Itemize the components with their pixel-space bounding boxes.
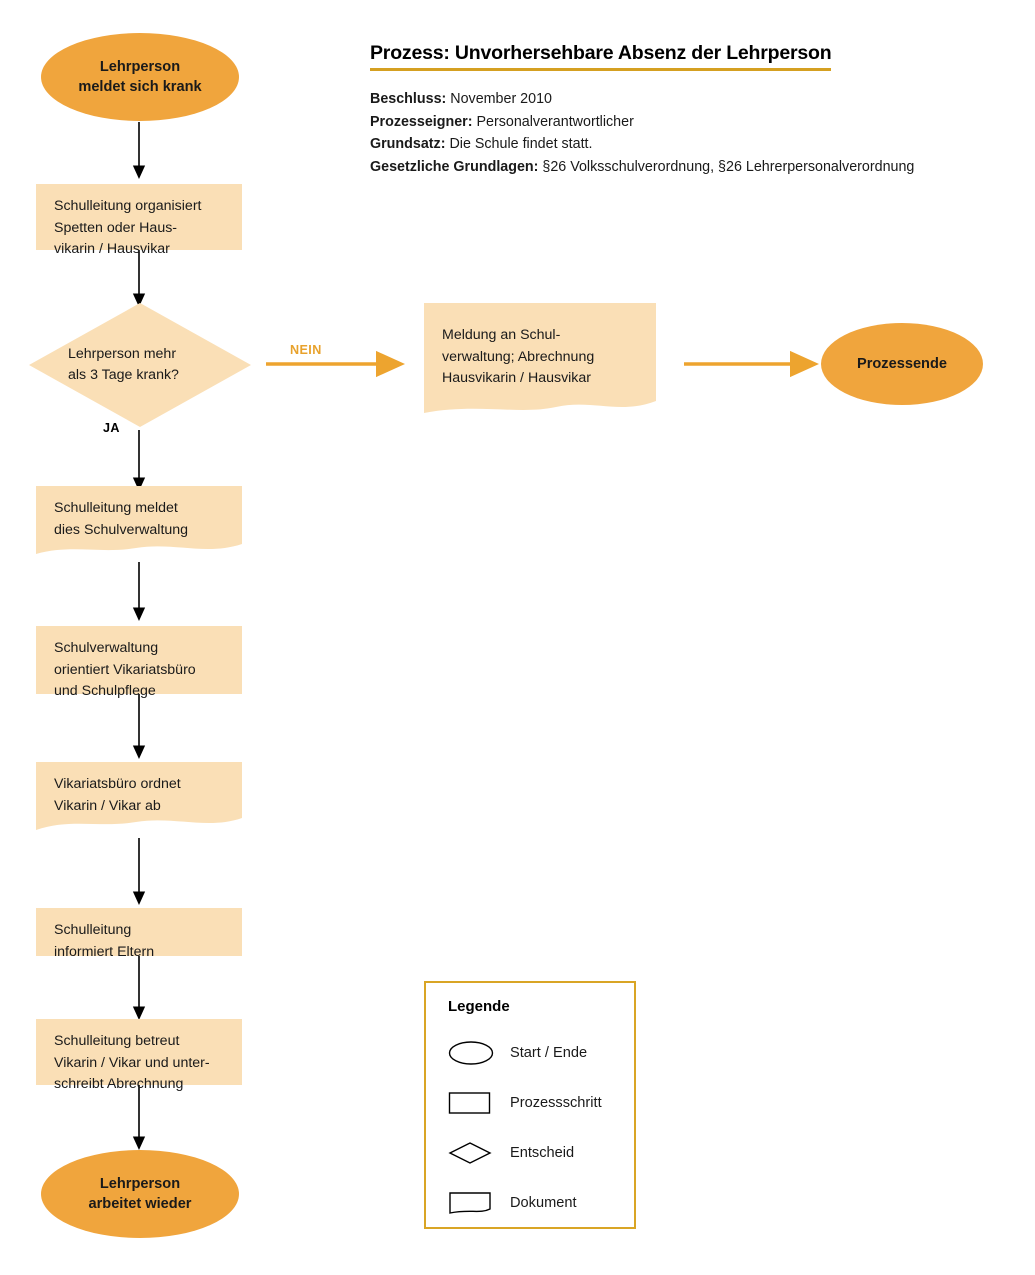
node-vikariatsbuero-ordnet-vikarin-vikar-ab[interactable]: Vikariatsbüro ordnet Vikarin / Vikar ab [36,762,242,838]
node-label: Lehrperson mehr als 3 Tage krank? [68,345,179,384]
legend-item-label: Start / Ende [510,1045,588,1061]
node-label: Schulverwaltung orientiert Vikariatsbüro… [54,640,196,699]
meta-value-beschluss: November 2010 [450,91,552,107]
process-header: Prozess: Unvorhersehbare Absenz der Lehr… [370,42,1020,178]
meta-row-grundlagen: Gesetzliche Grundlagen: §26 Volksschulve… [370,156,1020,179]
legend-panel: Legende Start / Ende Prozessschritt Ents… [424,981,636,1229]
node-schulleitung-betreut-vikarin-vikar[interactable]: Schulleitung betreut Vikarin / Vikar und… [36,1019,242,1092]
node-decision-lehrperson-mehr-als-3-tage-krank[interactable]: Lehrperson mehr als 3 Tage krank? [28,302,252,428]
meta-value-grundlagen: §26 Volksschulverordnung, §26 Lehrerpers… [542,158,915,175]
document-icon [36,486,242,554]
legend-item-label: Prozessschritt [510,1095,602,1111]
document-icon [424,303,656,413]
legend-item-prozessschritt: Prozessschritt [448,1090,602,1116]
ellipse-icon [41,33,239,121]
process-metadata: Beschluss: November 2010 Prozesseigner: … [370,88,1020,178]
meta-row-beschluss: Beschluss: November 2010 [370,88,1020,111]
node-label: Schulleitung meldet dies Schulverwaltung [54,500,189,538]
ellipse-icon [448,1041,494,1065]
legend-item-start-ende: Start / Ende [448,1040,587,1066]
node-end-lehrperson-arbeitet-wieder[interactable]: Lehrperson arbeitet wieder [40,1149,240,1239]
ellipse-icon [41,1150,239,1238]
legend-title: Legende [448,998,510,1015]
meta-key-prozesseigner: Prozesseigner: [370,113,473,130]
meta-value-prozesseigner: Personalverantwortlicher [476,113,634,130]
meta-row-grundsatz: Grundsatz: Die Schule findet statt. [370,133,1020,156]
node-label: Schulleitung organisiert Spetten oder Ha… [54,198,202,257]
meta-key-beschluss: Beschluss: [370,91,447,107]
page-title: Prozess: Unvorhersehbare Absenz der Lehr… [370,42,832,71]
legend-item-label: Dokument [510,1195,577,1211]
branch-label-nein: NEIN [290,343,322,357]
node-label: Lehrperson arbeitet wieder [88,1176,192,1212]
node-label: Vikariatsbüro ordnet Vikarin / Vikar ab [54,776,181,814]
meta-value-grundsatz: Die Schule findet statt. [449,136,593,152]
meta-key-grundlagen: Gesetzliche Grundlagen: [370,158,539,175]
legend-item-label: Entscheid [510,1145,575,1161]
meta-key-grundsatz: Grundsatz: [370,136,446,152]
legend-item-entscheid: Entscheid [448,1140,574,1166]
legend-item-dokument: Dokument [448,1190,577,1216]
node-schulleitung-organisiert-spetten[interactable]: Schulleitung organisiert Spetten oder Ha… [36,184,242,257]
rectangle-icon [448,1092,491,1114]
node-label: Meldung an Schul- verwaltung; Abrechnung… [442,327,595,386]
node-schulleitung-informiert-eltern[interactable]: Schulleitung informiert Eltern [36,908,242,960]
document-icon [36,762,242,830]
node-label: Schulleitung betreut Vikarin / Vikar und… [54,1033,210,1092]
document-icon [449,1192,491,1214]
node-start-lehrperson-meldet-sich-krank[interactable]: Lehrperson meldet sich krank [40,32,240,122]
node-label: Schulleitung informiert Eltern [54,922,155,960]
node-schulverwaltung-orientiert-vikariatsbuero[interactable]: Schulverwaltung orientiert Vikariatsbüro… [36,626,242,699]
branch-label-ja: JA [103,421,120,435]
node-label: Prozessende [856,356,948,372]
diamond-icon [29,303,251,427]
node-prozessende[interactable]: Prozessende [820,322,984,406]
node-label: Lehrperson meldet sich krank [78,59,202,95]
node-schulleitung-meldet-dies-schulverwaltung[interactable]: Schulleitung meldet dies Schulverwaltung [36,486,242,562]
meta-row-prozesseigner: Prozesseigner: Personalverantwortlicher [370,111,1020,134]
ellipse-icon [821,323,983,405]
diamond-icon [448,1142,492,1164]
node-document-meldung-an-schulverwaltung[interactable]: Meldung an Schul- verwaltung; Abrechnung… [424,303,656,421]
